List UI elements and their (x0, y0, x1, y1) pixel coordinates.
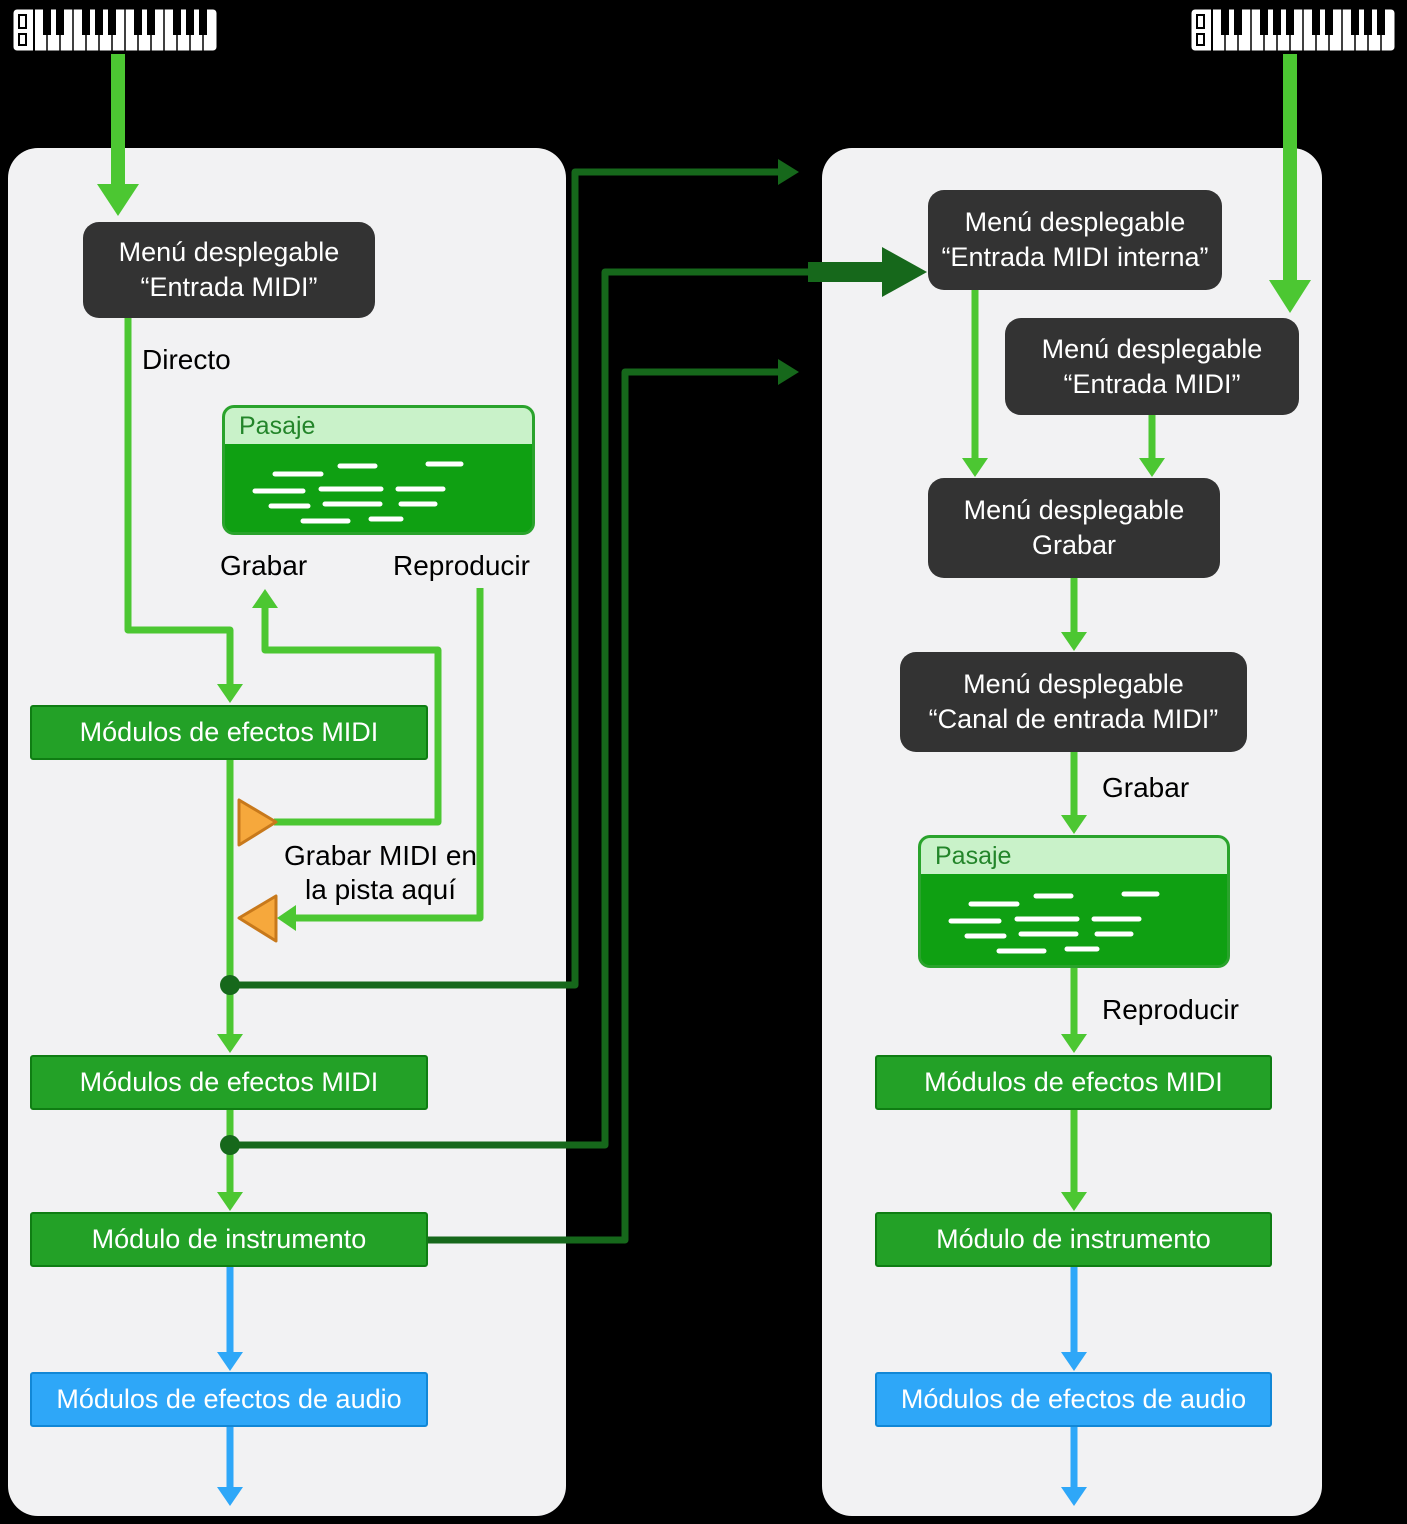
right-menu-entrada-midi-interna: Menú desplegable “Entrada MIDI interna” (928, 190, 1222, 290)
label-grabar-left: Grabar (220, 550, 308, 581)
menu-label-line1: Menú desplegable (1041, 333, 1263, 364)
right-menu-entrada-midi: Menú desplegable “Entrada MIDI” (1005, 318, 1299, 415)
right-menu-grabar: Menú desplegable Grabar (928, 478, 1220, 578)
label-directo: Directo (142, 344, 231, 375)
left-audio-effects: Módulos de efectos de audio (30, 1372, 428, 1427)
right-midi-region: Pasaje (918, 835, 1230, 968)
label-reproducir-left: Reproducir (393, 550, 530, 581)
left-region-title: Pasaje (225, 408, 532, 444)
record-midi-note-line2: la pista aquí (305, 874, 456, 905)
menu-label-line2: “Entrada MIDI” (140, 272, 318, 302)
right-menu-canal-entrada-midi: Menú desplegable “Canal de entrada MIDI” (900, 652, 1247, 752)
right-instrument-plugin: Módulo de instrumento (875, 1212, 1272, 1267)
right-region-notes (921, 874, 1227, 965)
record-midi-note-line1: Grabar MIDI en (284, 840, 477, 871)
right-audio-effects: Módulos de efectos de audio (875, 1372, 1272, 1427)
midi-keyboard-right-icon (1188, 6, 1398, 54)
midi-notes-icon (921, 874, 1227, 965)
record-midi-note: Grabar MIDI en la pista aquí (283, 839, 478, 907)
menu-label-line1: Menú desplegable (118, 237, 340, 267)
label-reproducir-right: Reproducir (1102, 994, 1239, 1025)
menu-label-line1: Menú desplegable (964, 207, 1186, 237)
left-midi-effects-top: Módulos de efectos MIDI (30, 705, 428, 760)
left-instrument-plugin: Módulo de instrumento (30, 1212, 428, 1267)
menu-label-line1: Menú desplegable (963, 495, 1185, 525)
left-menu-entrada-midi: Menú desplegable “Entrada MIDI” (83, 222, 375, 318)
menu-label-line2: Grabar (1031, 530, 1117, 560)
menu-label-line2: “Entrada MIDI interna” (941, 242, 1209, 272)
right-region-title: Pasaje (921, 838, 1227, 874)
menu-label-line2: “Entrada MIDI” (1063, 368, 1241, 399)
midi-notes-icon (225, 444, 532, 532)
midi-keyboard-left-icon (10, 6, 220, 54)
left-midi-region: Pasaje (222, 405, 535, 535)
left-region-notes (225, 444, 532, 532)
internal-midi-arrowheads (778, 159, 799, 385)
menu-label-line2: “Canal de entrada MIDI” (928, 704, 1219, 734)
left-channel-strip-panel (8, 148, 566, 1516)
menu-label-line1: Menú desplegable (963, 669, 1184, 699)
right-midi-effects: Módulos de efectos MIDI (875, 1055, 1272, 1110)
left-midi-effects-bottom: Módulos de efectos MIDI (30, 1055, 428, 1110)
label-grabar-right: Grabar (1102, 772, 1190, 803)
